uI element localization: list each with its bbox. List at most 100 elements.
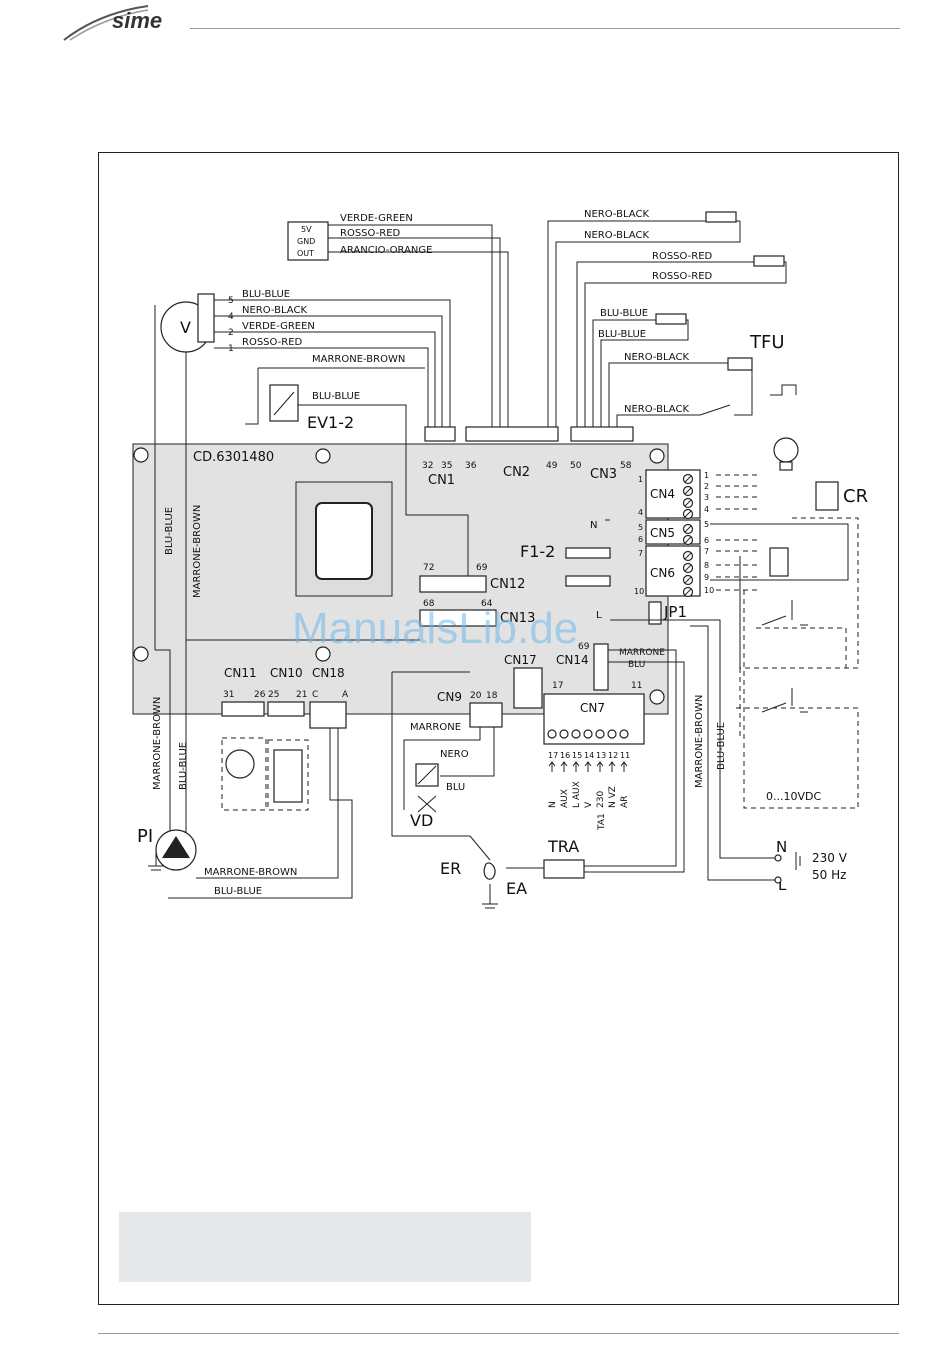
- ea-label: EA: [506, 879, 527, 898]
- supply-symbol: [795, 852, 801, 870]
- screw-slot: [684, 510, 692, 518]
- terminal-screw: [571, 729, 581, 739]
- wire-label: NERO-BLACK: [242, 305, 307, 316]
- ntc-sensor: [753, 255, 785, 267]
- terminal-number: 7: [704, 547, 709, 556]
- screw-slot: [684, 564, 692, 572]
- wire: [245, 367, 425, 425]
- wire: [403, 727, 481, 810]
- cn14-connector: [593, 643, 609, 691]
- terminal-number: 16: [560, 751, 570, 760]
- pin-label: 21: [296, 690, 307, 700]
- cn10-label: CN10: [270, 666, 303, 680]
- fan-label: V: [180, 318, 191, 337]
- switch-symbol: [761, 600, 808, 626]
- switch-symbol: [761, 688, 808, 713]
- arrow-icon: [560, 761, 568, 772]
- wire: [196, 728, 339, 879]
- pin-label: 5: [228, 296, 234, 306]
- relay-coil: [769, 547, 789, 577]
- screw-slot: [684, 475, 692, 483]
- wire: [699, 364, 753, 416]
- wire-label: BLU-BLUE: [598, 329, 646, 340]
- wire-label: ARANCIO-ORANGE: [340, 245, 432, 256]
- wire-label: NERO-BLACK: [624, 352, 689, 363]
- wire: [555, 221, 741, 427]
- pump-symbol: [162, 836, 190, 858]
- terminal-number: 5: [704, 520, 709, 529]
- wire-label: BLU: [446, 782, 465, 793]
- cn1-connector: [424, 426, 456, 442]
- cn13-connector: [419, 609, 497, 627]
- wire-label: MARRONE-BROWN: [152, 697, 163, 790]
- arrow-icon: [608, 761, 616, 772]
- pin-label: 58: [620, 461, 632, 471]
- pin-label: 18: [486, 691, 498, 701]
- pi-label: PI: [137, 826, 153, 847]
- wire: [214, 299, 451, 427]
- fan-connector: [197, 293, 215, 343]
- valve-symbol: [273, 391, 295, 416]
- wire: [214, 315, 443, 427]
- jp1-label: JP1: [663, 603, 687, 621]
- terminal-number: 10: [704, 586, 714, 595]
- wire: [328, 224, 493, 427]
- wire-label: BLU-BLUE: [164, 507, 175, 555]
- pin-label: 10: [634, 587, 644, 596]
- pin-label: 17: [552, 681, 563, 691]
- pin-label: 68: [423, 599, 435, 609]
- arrow-icon: [620, 761, 628, 772]
- terminal-screw: [583, 729, 593, 739]
- outdoor-sensor-base: [779, 461, 793, 471]
- ntc-sensor: [655, 313, 687, 325]
- wire-label: NERO-BLACK: [624, 404, 689, 415]
- terminal-label: 230: [596, 791, 606, 808]
- cn11-connector: [221, 701, 265, 717]
- pressure-sensor: [225, 749, 255, 779]
- wire: [298, 404, 469, 576]
- out-box-label: GND: [297, 237, 315, 246]
- terminal-number: 6: [704, 536, 709, 545]
- pin-label: 50: [570, 461, 582, 471]
- cn13-label: CN13: [500, 611, 535, 626]
- wire-label: BLU: [628, 660, 645, 670]
- cn9-label: CN9: [437, 690, 462, 704]
- wire-label: MARRONE-BROWN: [694, 695, 705, 788]
- wire-label: ROSSO-RED: [340, 228, 401, 239]
- screw-slot: [684, 552, 692, 560]
- wire: [584, 661, 685, 873]
- mount-hole: [649, 448, 665, 464]
- pin-label: 5: [638, 523, 643, 532]
- cn1-label: CN1: [428, 473, 455, 488]
- pin-label: 7: [638, 549, 643, 558]
- dashed-wire: [739, 517, 859, 669]
- pin-label: 69: [578, 642, 590, 652]
- pin-label: 31: [223, 690, 234, 700]
- cn9-connector: [469, 702, 503, 728]
- out-box-label: 5V: [301, 225, 312, 234]
- pin-label: 72: [423, 563, 434, 573]
- terminal-label: N: [548, 801, 558, 808]
- screw-slot: [684, 487, 692, 495]
- pin-label: 35: [441, 461, 452, 471]
- cn7-screws: [547, 729, 629, 739]
- mount-hole: [649, 689, 665, 705]
- wire: [616, 414, 700, 427]
- supply-l-label: L: [778, 876, 787, 894]
- mount-hole: [315, 448, 331, 464]
- terminal-screw: [595, 729, 605, 739]
- logo-text: sime: [112, 8, 162, 33]
- display-screen: [315, 502, 373, 580]
- out-box-label: OUT: [297, 249, 314, 258]
- wire: [440, 727, 495, 777]
- arrow-icon: [572, 761, 580, 772]
- pin-label: 64: [481, 599, 493, 609]
- mount-hole: [315, 646, 331, 662]
- cn7-label: CN7: [580, 701, 605, 715]
- pin-label: 2: [228, 328, 234, 338]
- valve-symbol: [417, 765, 437, 785]
- dashed-wire: [756, 627, 847, 668]
